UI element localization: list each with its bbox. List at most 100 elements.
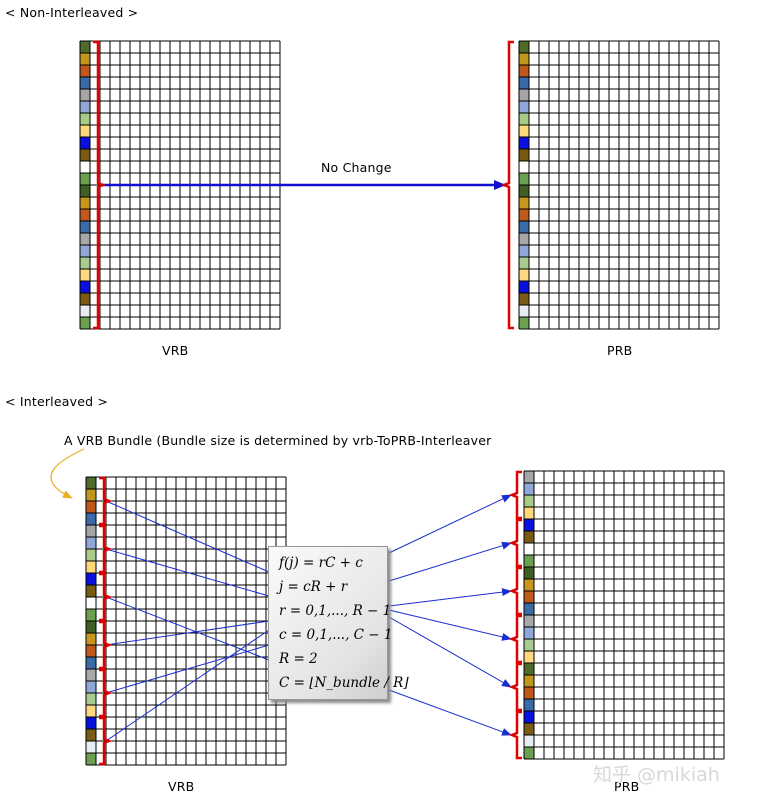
resource-block-cell (524, 471, 534, 483)
prb-bundle-bracket (508, 614, 522, 664)
resource-block-cell (80, 281, 90, 293)
resource-block-cell (86, 525, 96, 537)
resource-block-cell (80, 125, 90, 137)
resource-block-cell (519, 173, 529, 185)
resource-block-cell (86, 669, 96, 681)
resource-block-cell (524, 639, 534, 651)
resource-block-cell (80, 161, 90, 173)
vrb-bundle-bracket (99, 620, 113, 670)
vrb-bundle-note: A VRB Bundle (Bundle size is determined … (64, 433, 492, 448)
vrb-bundle-bracket-top (93, 40, 107, 330)
prb-bundle-bracket (508, 518, 522, 568)
resource-block-cell (524, 723, 534, 735)
prb-grid-bottom (523, 470, 725, 760)
vrb-bundle-bracket (99, 716, 113, 766)
interleaver-formula-box: f(j) = rC + c j = cR + r r = 0,1,..., R … (268, 546, 409, 700)
formula-r-range: r = 0,1,..., R − 1 (279, 603, 392, 619)
resource-block-cell (524, 615, 534, 627)
prb-bundle-bracket (508, 566, 522, 616)
resource-block-cell (86, 645, 96, 657)
resource-block-cell (524, 603, 534, 615)
section-title-interleaved: < Interleaved > (5, 394, 109, 409)
resource-block-cell (524, 747, 534, 759)
resource-block-cell (524, 591, 534, 603)
resource-block-cell (519, 53, 529, 65)
no-change-label: No Change (321, 160, 392, 175)
resource-block-cell (80, 113, 90, 125)
grid-lines (85, 476, 287, 766)
resource-block-cell (80, 137, 90, 149)
resource-block-cell (524, 579, 534, 591)
prb-bundle-bracket (508, 710, 522, 760)
resource-block-cell (80, 77, 90, 89)
resource-block-cell (519, 317, 529, 329)
vrb-bundle-bracket (99, 476, 113, 526)
resource-block-cell (80, 89, 90, 101)
resource-block-cell (80, 53, 90, 65)
interleaver-to-prb-arrow (388, 689, 512, 736)
resource-block-cell (519, 89, 529, 101)
resource-block-cell (519, 305, 529, 317)
interleaver-to-prb-arrow (388, 588, 512, 607)
vrb-label-bottom: VRB (168, 779, 195, 794)
grid-lines (523, 470, 725, 760)
prb-label-top: PRB (607, 343, 633, 358)
interleaver-to-prb-arrow (388, 541, 512, 582)
watermark: 知乎 @mikiah (593, 764, 720, 786)
resource-block-cell (86, 501, 96, 513)
resource-block-cell (86, 741, 96, 753)
resource-block-cell (524, 543, 534, 555)
resource-block-cell (86, 621, 96, 633)
resource-block-cell (519, 197, 529, 209)
resource-block-cell (524, 711, 534, 723)
resource-block-cell (80, 269, 90, 281)
resource-block-cell (86, 585, 96, 597)
resource-block-cell (86, 513, 96, 525)
resource-block-cell (80, 257, 90, 269)
resource-block-cell (80, 305, 90, 317)
interleaver-to-prb-arrow (388, 616, 512, 688)
resource-block-cell (519, 113, 529, 125)
resource-block-cell (519, 185, 529, 197)
resource-block-cell (524, 675, 534, 687)
vrb-label-top: VRB (162, 343, 189, 358)
resource-block-cell (80, 317, 90, 329)
resource-block-cell (519, 209, 529, 221)
resource-block-cell (519, 281, 529, 293)
resource-block-cell (86, 597, 96, 609)
prb-bundle-bracket (508, 662, 522, 712)
interleaver-to-prb-arrow (388, 609, 512, 641)
resource-block-cell (80, 209, 90, 221)
formula-j: j = cR + r (279, 579, 348, 595)
resource-block-cell (519, 101, 529, 113)
vrb-bundle-bracket (99, 572, 113, 622)
resource-block-cell (524, 567, 534, 579)
resource-block-cell (80, 293, 90, 305)
resource-block-cell (524, 495, 534, 507)
resource-block-cell (519, 269, 529, 281)
resource-block-cell (80, 233, 90, 245)
resource-block-cell (519, 233, 529, 245)
vrb-to-interleaver-line (105, 500, 270, 573)
resource-block-cell (524, 531, 534, 543)
resource-block-cell (519, 161, 529, 173)
prb-label-bottom: PRB (614, 779, 640, 794)
resource-block-cell (80, 101, 90, 113)
resource-block-cell (519, 65, 529, 77)
resource-block-cell (524, 687, 534, 699)
prb-bundle-bracket-top (500, 40, 514, 330)
section-title-non-interleaved: < Non-Interleaved > (5, 5, 139, 20)
formula-R: R = 2 (279, 651, 318, 667)
resource-block-cell (519, 221, 529, 233)
resource-block-cell (80, 173, 90, 185)
resource-block-cell (86, 705, 96, 717)
resource-block-cell (524, 555, 534, 567)
resource-block-cell (519, 257, 529, 269)
resource-block-cell (86, 609, 96, 621)
prb-bundle-bracket (508, 470, 522, 520)
prb-grid-top (518, 40, 720, 330)
resource-block-cell (80, 197, 90, 209)
resource-block-cell (86, 681, 96, 693)
resource-block-cell (524, 627, 534, 639)
